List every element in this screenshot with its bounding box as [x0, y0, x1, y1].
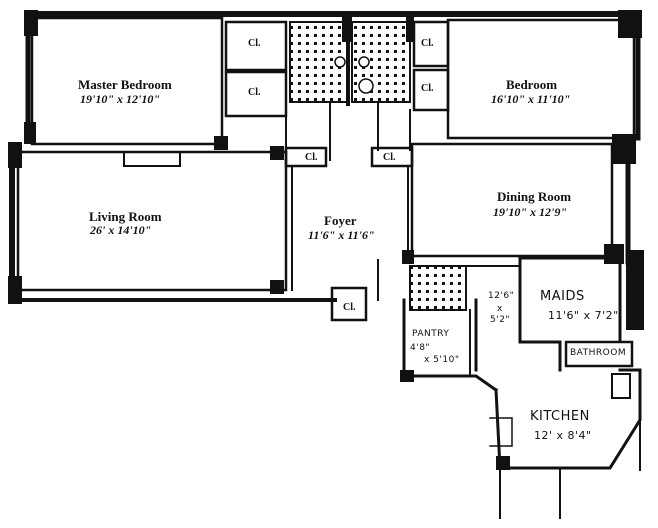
foyer-name: Foyer [324, 213, 357, 228]
hall-note-line2: x [497, 304, 503, 314]
pantry-dims-2: x 5'10" [424, 355, 460, 365]
master-bedroom-name: Master Bedroom [78, 77, 172, 92]
master-closet-wall-2 [224, 70, 288, 118]
kitchen-dims: 12' x 8'4" [534, 429, 592, 442]
closet-label-4: Cl. [421, 83, 434, 94]
closet-label-3: Cl. [421, 38, 434, 49]
maids-name: MAIDS [540, 289, 585, 304]
living-room-wall [16, 150, 288, 292]
closet-label-6: Cl. [383, 152, 396, 163]
living-room-fireplace [123, 153, 181, 167]
hall-note-line3: 5'2" [490, 315, 511, 325]
closet-label-1: Cl. [248, 38, 261, 49]
foyer-closet-wall [330, 286, 368, 322]
bedroom-name: Bedroom [506, 77, 558, 92]
bathroom-name: BATHROOM [570, 348, 627, 358]
kitchen-wall [494, 368, 642, 470]
pantry-name: PANTRY [412, 329, 450, 339]
dining-room-name: Dining Room [497, 189, 572, 204]
pantry-wall [402, 298, 499, 393]
kitchen-name: KITCHEN [530, 409, 590, 424]
dining-room-wall [410, 142, 614, 258]
kitchen-appliance [611, 373, 631, 399]
service-tile [409, 265, 467, 311]
bathroom-wall [564, 340, 634, 368]
fixture-1 [334, 56, 346, 68]
master-closet-wall-1 [224, 20, 288, 72]
kitchen-shelf [489, 417, 513, 447]
closet-label-5: Cl. [305, 152, 318, 163]
living-room-name: Living Room [89, 209, 162, 224]
corridor-wall [285, 103, 411, 161]
fixture-3 [358, 78, 374, 94]
foyer-dims: 11'6" x 11'6" [308, 228, 375, 242]
living-room-dims: 26' x 14'10" [90, 223, 152, 237]
closet-label-2: Cl. [248, 87, 261, 98]
service-hall-wall [465, 265, 521, 377]
foyer-wall [291, 167, 409, 301]
maids-dims: 11'6" x 7'2" [548, 309, 619, 322]
bedroom-dims: 16'10" x 11'10" [491, 92, 571, 106]
master-bedroom-wall [30, 16, 224, 146]
dining-room-dims: 19'10" x 12'9" [493, 205, 567, 219]
hall-note-line1: 12'6" [488, 291, 515, 301]
closet-label-7: Cl. [343, 302, 356, 313]
pantry-dims-1: 4'8" [410, 343, 431, 353]
master-bedroom-dims: 19'10" x 12'10" [80, 92, 160, 106]
fixture-2 [358, 56, 370, 68]
lower-walls [499, 419, 641, 519]
bedroom-wall [446, 18, 636, 140]
